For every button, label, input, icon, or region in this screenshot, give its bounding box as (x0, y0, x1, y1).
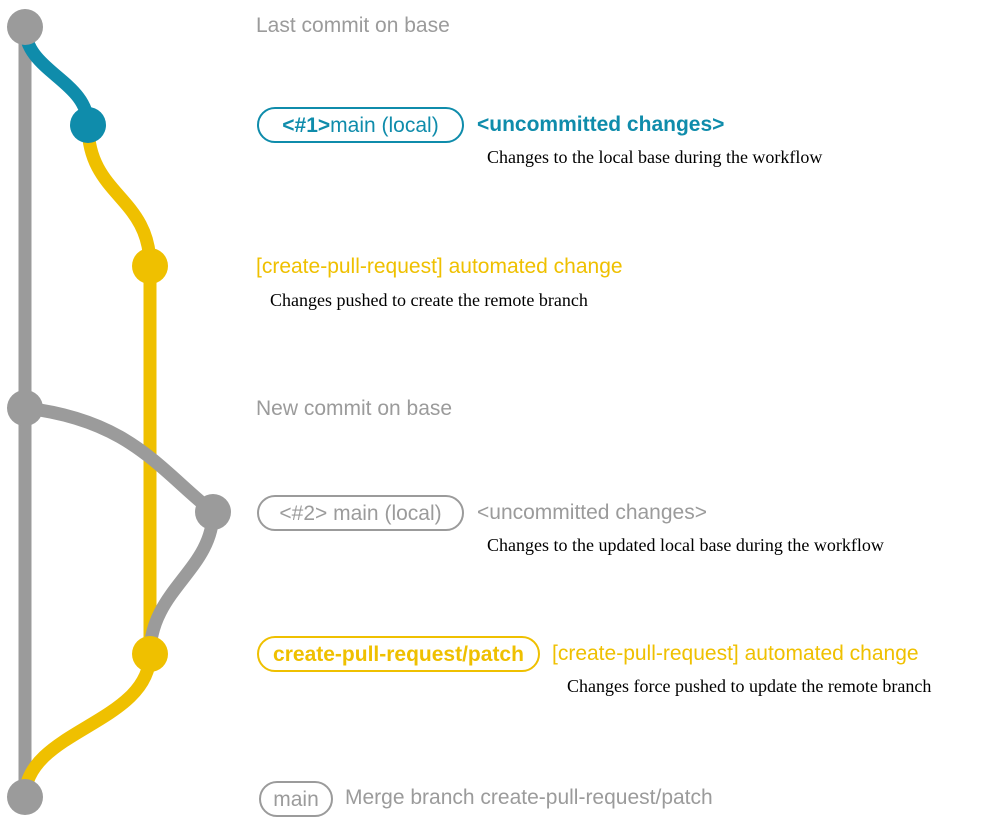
commit-node-local-change-1[interactable] (70, 107, 106, 143)
commit-message-automated-change-2: [create-pull-request] automated change (552, 642, 919, 665)
gray-branch-line (18, 401, 220, 661)
ref-pill-main-local-1-index: <#1> (282, 113, 331, 137)
commit-node-automated-1[interactable] (132, 248, 168, 284)
commit-description-4: Changes force pushed to update the remot… (567, 676, 932, 696)
commit-node-automated-2[interactable] (132, 636, 168, 672)
ref-pill-main-local-2-name: <#2> main (local) (279, 501, 442, 525)
commit-message-merge-branch: Merge branch create-pull-request/patch (345, 786, 713, 809)
yellow-branch-line-upper (81, 118, 157, 661)
commit-message-uncommitted-changes-2: <uncommitted changes> (477, 501, 707, 524)
ref-pill-main-name: main (273, 787, 319, 811)
ref-pill-create-pull-request-patch[interactable]: create-pull-request/patch (257, 636, 540, 672)
commit-message-automated-change-1: [create-pull-request] automated change (256, 255, 623, 278)
ref-pill-create-pull-request-patch-name: create-pull-request/patch (273, 642, 524, 666)
commit-nodes (7, 9, 231, 815)
ref-pill-main-local-1-name: main (local) (330, 113, 439, 137)
commit-message-uncommitted-changes-1: <uncommitted changes> (477, 113, 725, 136)
ref-pill-main-local-2[interactable]: <#2> main (local) (257, 495, 464, 531)
commit-description-2: Changes pushed to create the remote bran… (270, 290, 588, 310)
commit-description-1: Changes to the local base during the wor… (487, 147, 823, 167)
commit-node-base-top[interactable] (7, 9, 43, 45)
ref-pill-main[interactable]: main (259, 781, 333, 817)
commit-message-new-commit-on-base: New commit on base (256, 397, 453, 420)
yellow-merge-line (18, 647, 157, 804)
commit-node-local-change-2[interactable] (195, 494, 231, 530)
commit-node-merge[interactable] (7, 779, 43, 815)
commit-message-last-commit-on-base: Last commit on base (256, 14, 450, 37)
ref-pill-main-local-1[interactable]: <#1> main (local) (257, 107, 464, 143)
commit-node-base-new[interactable] (7, 390, 43, 426)
commit-description-3: Changes to the updated local base during… (487, 535, 884, 555)
